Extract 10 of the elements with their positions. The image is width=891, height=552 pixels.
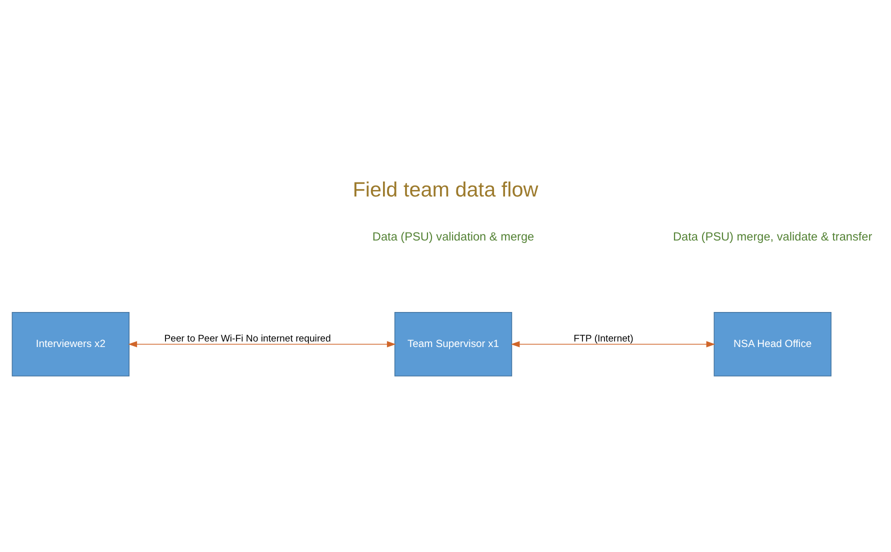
diagram-title: Field team data flow	[352, 178, 538, 201]
edge-label: FTP (Internet)	[574, 333, 634, 344]
arrow	[128, 340, 396, 347]
edge-label: Peer to Peer Wi-Fi No internet required	[164, 333, 331, 344]
node-box: Team Supervisor x1	[394, 312, 512, 376]
node-box: NSA Head Office	[714, 312, 832, 376]
label: Data (PSU) merge, validate & transfer	[673, 228, 872, 243]
arrow	[510, 340, 716, 347]
node-box: Interviewers x2	[12, 312, 130, 376]
label: Data (PSU) validation & merge	[372, 228, 534, 243]
